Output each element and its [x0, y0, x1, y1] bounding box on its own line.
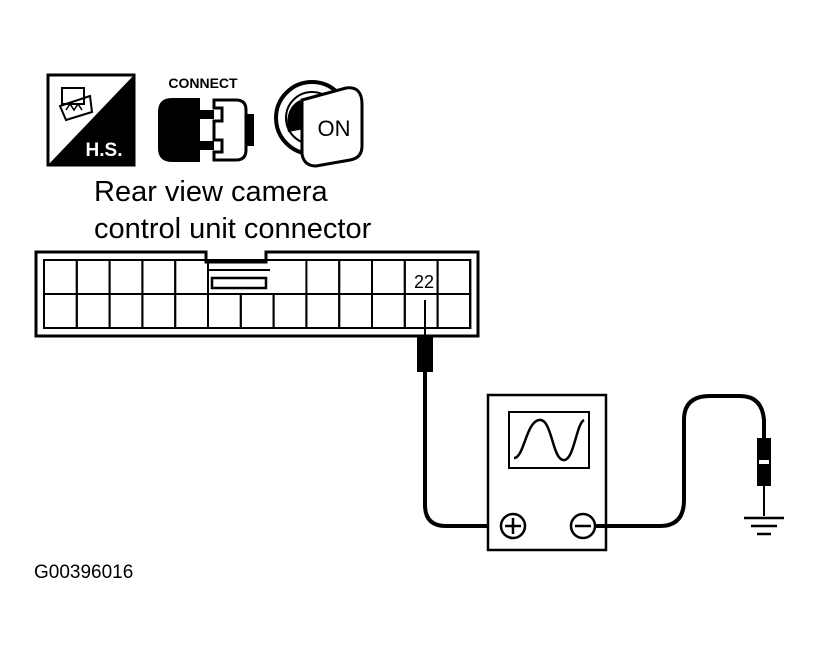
ground-probe: [757, 438, 771, 516]
positive-lead-wire: [423, 372, 502, 528]
connector-icon: CONNECT: [158, 75, 254, 162]
ignition-on-icon: ON: [274, 80, 364, 168]
connector-title-line-1: Rear view camera: [94, 176, 329, 208]
positive-probe: [417, 300, 433, 372]
figure-id: G00396016: [34, 562, 133, 583]
hand-switch-icon: H.S.: [46, 73, 136, 167]
ignition-on-label: ON: [318, 116, 351, 141]
oscilloscope-screen: [508, 411, 590, 469]
connector-latch: [210, 276, 268, 290]
control-unit-connector: [34, 250, 480, 338]
sine-wave: [513, 418, 585, 462]
connector-title-line-2: control unit connector: [94, 213, 372, 245]
ground-symbol-icon: [744, 516, 784, 536]
hs-label: H.S.: [86, 140, 123, 161]
terminal-22-label: 22: [414, 272, 434, 292]
connect-label: CONNECT: [168, 75, 238, 91]
oscilloscope: [486, 393, 608, 552]
negative-lead-wire: [595, 394, 766, 528]
connector-cavity-bottom: [436, 293, 472, 329]
